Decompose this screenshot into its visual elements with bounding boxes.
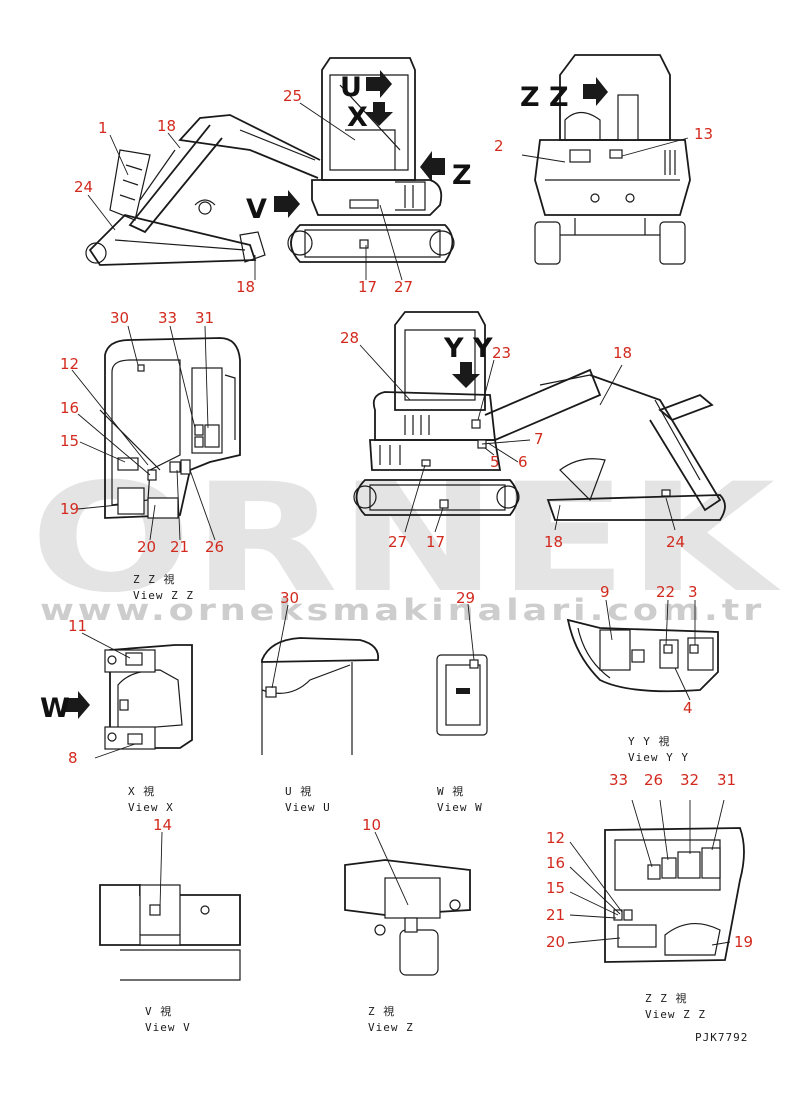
- callout-21-zz2: 21: [546, 906, 565, 924]
- callout-31-zz2: 31: [717, 771, 736, 789]
- caption-view-z-kanji: Z 視: [368, 1004, 395, 1018]
- caption-view-x: View X: [128, 801, 174, 814]
- view-letter-u: U: [340, 72, 362, 103]
- callout-17-side: 17: [426, 533, 445, 551]
- callout-13: 13: [694, 125, 713, 143]
- callout-28: 28: [340, 329, 359, 347]
- excavator-other-side-view: Y Y: [353, 311, 726, 533]
- view-w-detail: [436, 603, 488, 736]
- caption-view-v: View V: [145, 1021, 191, 1034]
- callout-15-cab: 15: [60, 432, 79, 450]
- cab-interior-view: [71, 325, 241, 541]
- callout-12-cab: 12: [60, 355, 79, 373]
- callout-16-cab: 16: [60, 399, 79, 417]
- caption-view-zz-2: View Z Z: [645, 1008, 706, 1021]
- callout-29: 29: [456, 589, 475, 607]
- caption-view-z: View Z: [368, 1021, 414, 1034]
- callout-23: 23: [492, 344, 511, 362]
- drawing-code: PJK7792: [695, 1031, 748, 1044]
- callout-2: 2: [494, 137, 504, 155]
- callout-24-side: 24: [666, 533, 685, 551]
- callout-16-zz2: 16: [546, 854, 565, 872]
- view-letter-w: W: [40, 693, 70, 724]
- view-z-detail: [344, 831, 471, 976]
- callout-26-zz2: 26: [644, 771, 663, 789]
- callout-30-cab: 30: [110, 309, 129, 327]
- excavator-rear-view: Z Z: [520, 54, 691, 265]
- callout-4: 4: [683, 699, 693, 717]
- callout-7: 7: [534, 430, 544, 448]
- callout-19-cab: 19: [60, 500, 79, 518]
- callout-10: 10: [362, 816, 381, 834]
- callout-1: 1: [98, 119, 108, 137]
- callout-20-cab: 20: [137, 538, 156, 556]
- watermark-brand: ORNEK: [30, 452, 781, 626]
- callout-26-cab: 26: [205, 538, 224, 556]
- callout-27-side: 27: [388, 533, 407, 551]
- caption-view-u: View U: [285, 801, 331, 814]
- excavator-side-view: U X Z V: [85, 57, 472, 281]
- caption-view-yy: View Y Y: [628, 751, 689, 764]
- view-letter-v: V: [246, 194, 267, 225]
- callout-11: 11: [68, 617, 87, 635]
- caption-view-u-kanji: U 視: [285, 784, 312, 798]
- caption-view-v-kanji: V 視: [145, 1004, 172, 1018]
- callout-25: 25: [283, 87, 302, 105]
- caption-view-zz-2-kanji: Z Z 視: [645, 991, 688, 1005]
- callout-21-cab: 21: [170, 538, 189, 556]
- callout-33-zz2: 33: [609, 771, 628, 789]
- callout-24-main: 24: [74, 178, 93, 196]
- caption-view-yy-kanji: Y Y 視: [628, 734, 671, 748]
- caption-view-w-kanji: W 視: [437, 784, 464, 798]
- view-letter-zz-top: Z Z: [520, 82, 569, 113]
- view-u-detail: [261, 604, 380, 755]
- caption-view-zz-1: View Z Z: [133, 589, 194, 602]
- callout-18-main: 18: [157, 117, 176, 135]
- caption-view-x-kanji: X 視: [128, 784, 155, 798]
- callout-22: 22: [656, 583, 675, 601]
- callout-17-main: 17: [358, 278, 377, 296]
- view-letter-z: Z: [452, 160, 472, 191]
- callout-32: 32: [680, 771, 699, 789]
- caption-view-w: View W: [437, 801, 483, 814]
- callout-18-blade: 18: [236, 278, 255, 296]
- view-zz-second-detail: [567, 799, 745, 963]
- view-letter-x: X: [347, 102, 368, 133]
- callout-20-zz2: 20: [546, 933, 565, 951]
- view-yy-detail: [566, 599, 719, 701]
- callout-19-zz2: 19: [734, 933, 753, 951]
- callout-6: 6: [518, 453, 528, 471]
- callout-9: 9: [600, 583, 610, 601]
- callout-12-zz2: 12: [546, 829, 565, 847]
- view-v-detail: [99, 831, 241, 981]
- callout-8: 8: [68, 749, 78, 767]
- watermark-url: www.orneksmakinalari.com.tr: [40, 593, 765, 627]
- callout-14: 14: [153, 816, 172, 834]
- callout-30-u: 30: [280, 589, 299, 607]
- callout-5: 5: [490, 453, 500, 471]
- callout-27-main: 27: [394, 278, 413, 296]
- caption-view-zz-1-kanji: Z Z 視: [133, 572, 176, 586]
- callout-31-cab: 31: [195, 309, 214, 327]
- view-x-detail: W: [40, 632, 193, 759]
- callout-33-cab: 33: [158, 309, 177, 327]
- callout-3: 3: [688, 583, 698, 601]
- callout-18-side: 18: [613, 344, 632, 362]
- callout-18-blade-side: 18: [544, 533, 563, 551]
- view-letter-yy: Y Y: [443, 333, 493, 364]
- callout-15-zz2: 15: [546, 879, 565, 897]
